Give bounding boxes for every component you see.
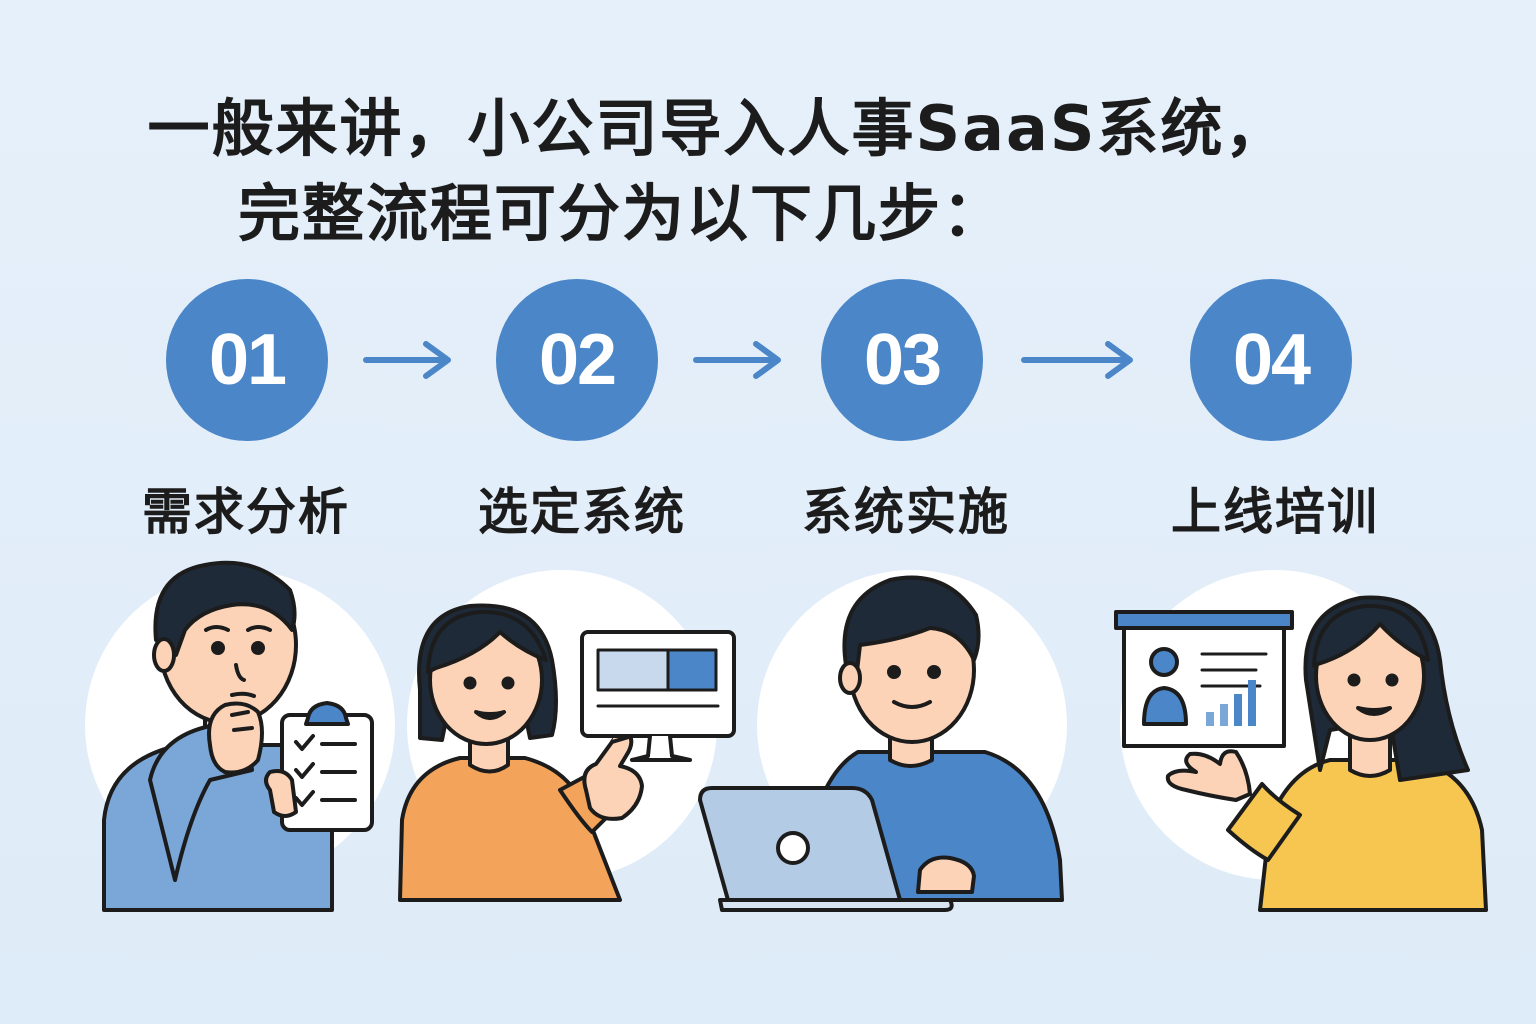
person-presenting-woman xyxy=(1114,595,1488,912)
monitor-icon xyxy=(580,630,736,762)
step-label-01: 需求分析 xyxy=(142,483,350,541)
step-label-03: 系统实施 xyxy=(802,483,1010,541)
laptop-icon xyxy=(698,786,954,912)
step-circle-02: 02 xyxy=(496,279,658,441)
person-thinking-man xyxy=(102,560,374,912)
arrow-right-icon xyxy=(693,341,781,379)
title-line-2: 完整流程可分为以下几步： xyxy=(237,177,1006,250)
title-line-1: 一般来讲，小公司导入人事SaaS系统， xyxy=(147,92,1289,165)
step-label-04: 上线培训 xyxy=(1171,483,1379,541)
person-pointing-woman xyxy=(398,603,736,902)
arrow-right-icon xyxy=(363,341,451,379)
presentation-board-icon xyxy=(1114,610,1294,748)
step-label-02: 选定系统 xyxy=(478,483,686,541)
step-circle-01: 01 xyxy=(166,279,328,441)
step-circle-04: 04 xyxy=(1190,279,1352,441)
person-laptop-man xyxy=(698,575,1064,912)
step-circle-03: 03 xyxy=(821,279,983,441)
clipboard-icon xyxy=(280,701,374,832)
arrow-right-icon xyxy=(1021,341,1133,379)
